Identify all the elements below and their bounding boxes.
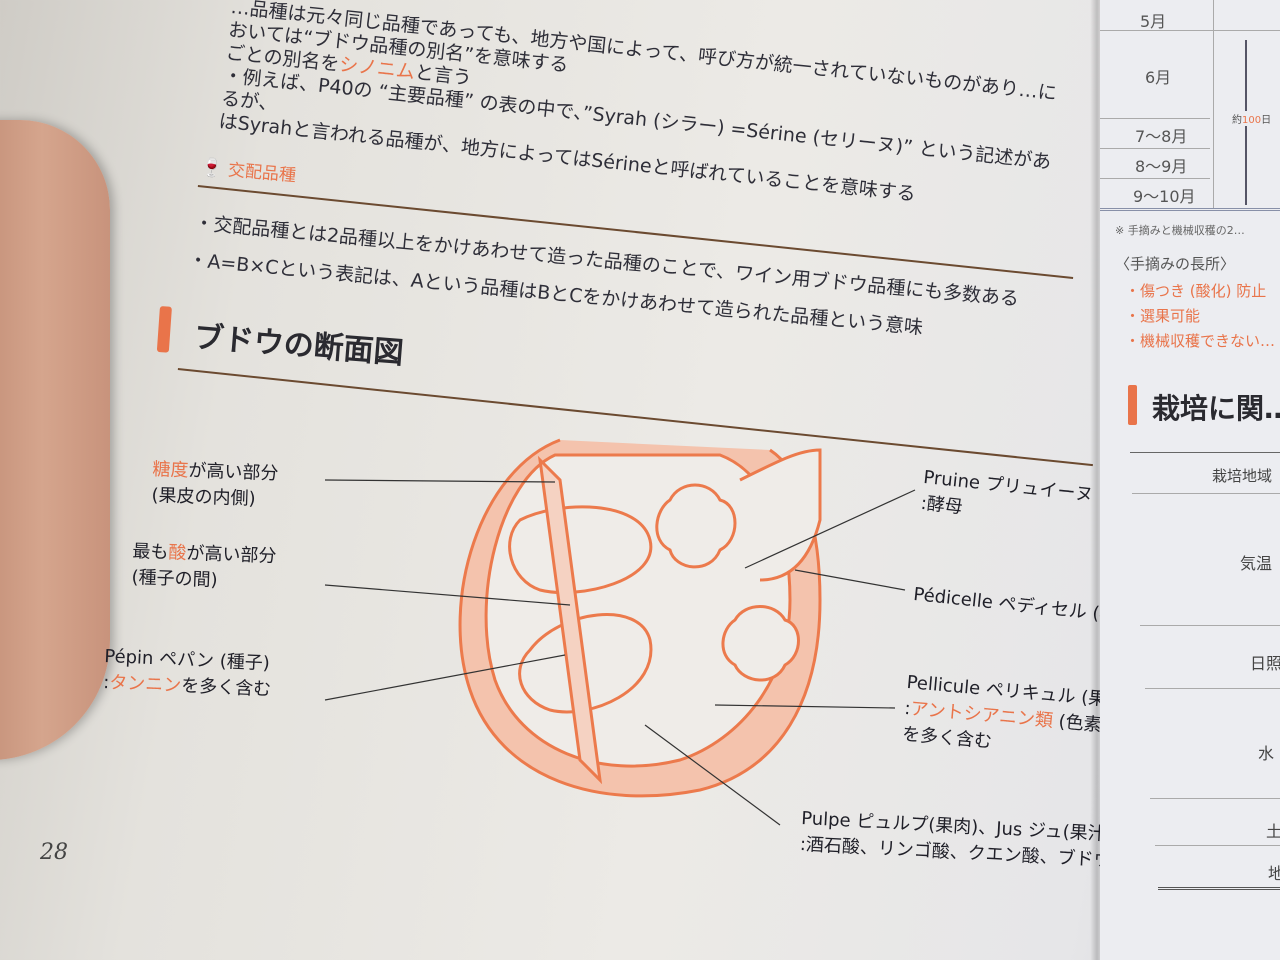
- text: 糖度: [152, 458, 189, 482]
- text: (種子の間): [131, 566, 218, 591]
- divider: [1213, 0, 1214, 208]
- bottle-icon: [1128, 385, 1137, 425]
- divider: [1100, 118, 1210, 119]
- table-cell: 土: [1266, 822, 1280, 841]
- divider: [1150, 798, 1280, 799]
- divider: [1100, 30, 1280, 31]
- month: 5月: [1140, 12, 1167, 31]
- month: 6月: [1145, 68, 1172, 87]
- text: (果皮の内側): [151, 484, 256, 510]
- seed-2: [518, 613, 653, 714]
- merit: ・選果可能: [1125, 307, 1201, 325]
- month: 8〜9月: [1135, 157, 1188, 176]
- divider: [1130, 452, 1280, 453]
- leader-pepin: [324, 654, 566, 701]
- divider: [1158, 887, 1280, 890]
- right-page: [1100, 0, 1280, 960]
- month: 9〜10月: [1133, 187, 1196, 206]
- leader-sugar: [324, 479, 556, 483]
- divider: [1100, 208, 1280, 211]
- table-cell: 地: [1268, 864, 1280, 883]
- divider: [1140, 625, 1280, 626]
- text: が高い部分: [188, 460, 279, 485]
- right-heading: 栽培に関…: [1152, 392, 1280, 425]
- merit: ・機械収穫できない…: [1125, 332, 1276, 350]
- pedicelle: [739, 448, 822, 582]
- merit: ・傷つき (酸化) 防止: [1125, 282, 1267, 300]
- text: 約: [1232, 115, 1242, 126]
- text: 酸: [168, 542, 187, 564]
- text: タンニン: [108, 672, 182, 697]
- seed-1: [508, 505, 653, 595]
- bloom-1: [655, 483, 737, 569]
- text: :酵母: [919, 492, 964, 519]
- merits-title: 〈手摘みの長所〉: [1115, 255, 1236, 273]
- text: 日: [1261, 115, 1272, 126]
- leader-pulpe: [644, 724, 781, 826]
- leader-acid: [324, 584, 571, 606]
- cut-plane: [537, 455, 603, 785]
- text: を多く含む: [180, 675, 272, 701]
- label-pepin: Pépin ペパン (種子):タンニンを多く含む: [103, 642, 273, 701]
- leader-pruine: [744, 489, 916, 569]
- divider: [1100, 148, 1210, 149]
- page-number: 28: [40, 840, 68, 865]
- note: ※ 手摘みと機械収穫の2…: [1115, 224, 1245, 237]
- divider: [1145, 688, 1280, 689]
- table-cell: 栽培地域: [1212, 467, 1273, 485]
- duration: 約100日: [1232, 111, 1272, 126]
- text: 最も: [132, 540, 169, 564]
- month: 7〜8月: [1135, 127, 1188, 146]
- divider: [1100, 178, 1210, 179]
- leader-pedicelle: [794, 569, 906, 591]
- bloom-2: [721, 605, 800, 682]
- text: Pépin ペパン (種子): [103, 645, 271, 675]
- thumb: [0, 120, 110, 760]
- divider: [1155, 845, 1280, 846]
- label-sugar: 糖度が高い部分(果皮の内側): [151, 455, 279, 511]
- label-acid: 最も酸が高い部分(種子の間): [131, 537, 277, 594]
- table-cell: 気温: [1240, 554, 1273, 573]
- table-cell: 日照: [1250, 654, 1280, 673]
- divider: [1132, 493, 1280, 494]
- leader-pellicule: [714, 704, 896, 709]
- text: が高い部分: [186, 542, 277, 568]
- text: 100: [1242, 115, 1262, 126]
- table-cell: 水: [1258, 744, 1275, 763]
